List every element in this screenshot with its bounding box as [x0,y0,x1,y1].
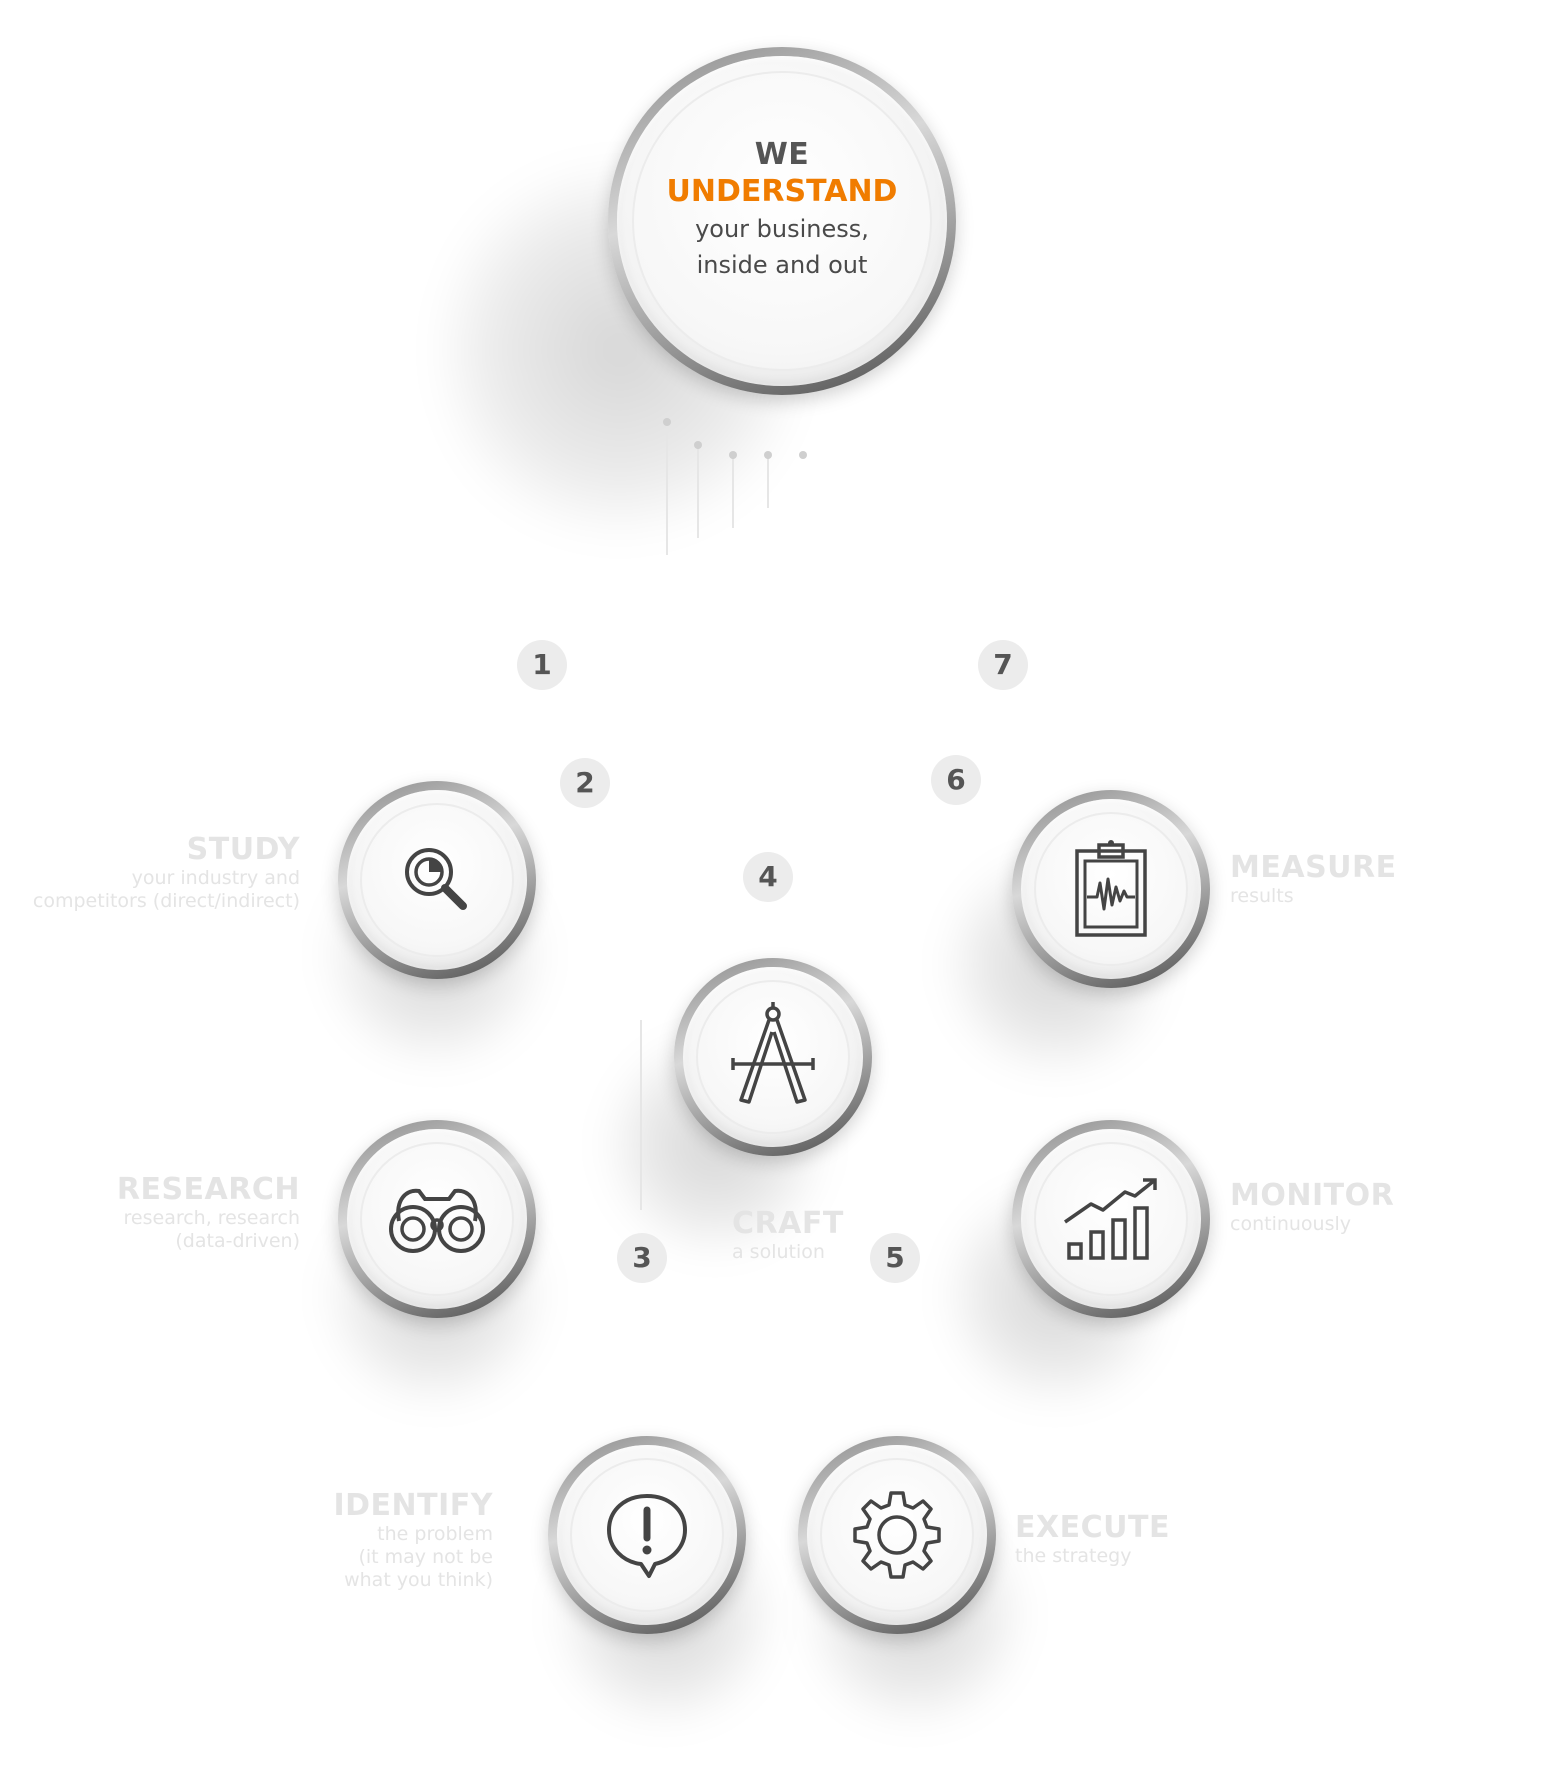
step-number-2: 2 [560,758,610,808]
connector-line [697,448,699,538]
study-desc-2: competitors (direct/indirect) [32,890,300,912]
gear-icon [853,1491,941,1579]
connector-line [640,1020,642,1210]
connector-dot [694,441,702,449]
hero-circle: WE UNDERSTAND your business, inside and … [608,47,956,395]
drafting-compass-icon [731,1002,815,1104]
step-number-6: 6 [931,755,981,805]
connector-line [732,458,734,528]
execute-label: EXECUTE the strategy [1015,1510,1265,1568]
monitor-label: MONITOR continuously [1230,1178,1530,1236]
hero-we: WE [754,137,810,172]
step-number-3: 3 [617,1233,667,1283]
connector-dot [799,451,807,459]
study-title: STUDY [186,832,300,867]
monitor-desc-1: continuously [1230,1213,1352,1235]
connector-dot [764,451,772,459]
step-number-4: 4 [743,852,793,902]
execute-desc-1: the strategy [1015,1545,1132,1567]
identify-desc-2: (it may not be [358,1546,493,1568]
research-desc-1: research, research [123,1207,300,1229]
study-node[interactable] [338,781,536,979]
step-number-5: 5 [870,1233,920,1283]
hero-subtitle-2: inside and out [696,251,868,279]
craft-title: CRAFT [732,1206,844,1241]
execute-node[interactable] [798,1436,996,1634]
monitor-title: MONITOR [1230,1178,1395,1213]
connector-dot [663,418,671,426]
identify-label: IDENTIFY the problem (it may not be what… [250,1488,493,1592]
identify-node[interactable] [548,1436,746,1634]
research-node[interactable] [338,1120,536,1318]
exclamation-bubble-icon [607,1494,687,1578]
hero-text: WE UNDERSTAND your business, inside and … [608,137,956,281]
monitor-node[interactable] [1012,1120,1210,1318]
craft-label: CRAFT a solution [732,1206,932,1264]
connector-dot [729,451,737,459]
step-number-7: 7 [978,640,1028,690]
clipboard-pulse-icon [1075,840,1147,937]
connector-line [767,458,769,508]
hero-subtitle-1: your business, [695,215,869,243]
connector-line [666,425,668,555]
magnifier-chart-icon [405,848,467,910]
research-title: RESEARCH [116,1172,300,1207]
measure-title: MEASURE [1230,850,1397,885]
identify-title: IDENTIFY [333,1488,493,1523]
research-desc-2: (data-driven) [175,1230,300,1252]
research-label: RESEARCH research, research (data-driven… [10,1172,300,1253]
identify-desc-3: what you think) [344,1569,493,1591]
identify-desc-1: the problem [377,1523,493,1545]
growth-chart-icon [1064,1178,1157,1260]
binoculars-icon [389,1188,485,1253]
craft-node[interactable] [674,958,872,1156]
craft-desc-1: a solution [732,1241,825,1263]
study-desc-1: your industry and [131,867,300,889]
execute-title: EXECUTE [1015,1510,1170,1545]
measure-label: MEASURE results [1230,850,1530,908]
measure-desc-1: results [1230,885,1294,907]
study-label: STUDY your industry and competitors (dir… [10,832,300,913]
measure-node[interactable] [1012,790,1210,988]
hero-understand: UNDERSTAND [666,174,898,209]
step-number-1: 1 [517,640,567,690]
